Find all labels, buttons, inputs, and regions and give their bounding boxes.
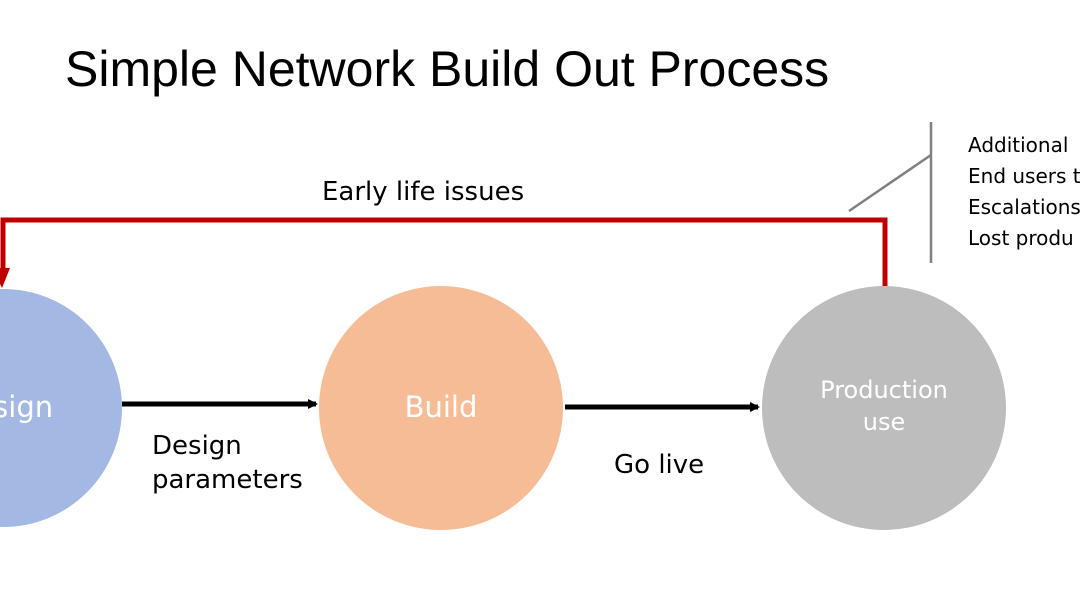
production-node-label-line2: use — [862, 408, 906, 437]
design-parameters-label-line1: Design — [152, 431, 242, 461]
feedback-label: Early life issues — [322, 177, 525, 207]
production-node — [762, 286, 1006, 530]
design-parameters-label-line2: parameters — [152, 464, 303, 495]
feedback-loop-arrow — [0, 217, 888, 290]
production-node-label: Production use — [784, 374, 984, 439]
page-title: Simple Network Build Out Process — [65, 41, 830, 97]
production-node-label-line1: Production — [820, 376, 948, 404]
build-node-label: Build — [404, 390, 478, 424]
callout-item: Escalations — [968, 195, 1080, 219]
design-parameters-label: Design parameters — [152, 430, 303, 498]
callout-item: Additional — [968, 133, 1069, 157]
go-live-label: Go live — [614, 450, 705, 480]
build-node — [319, 286, 563, 530]
feedback-arrowhead — [0, 268, 10, 288]
callout-leader-line — [848, 153, 932, 213]
callout-item: End users t — [968, 164, 1080, 188]
callout-list: Additional End users t Escalations Lost … — [968, 130, 1080, 254]
callout-item: Lost produ — [968, 226, 1074, 250]
design-node-label: Design — [0, 390, 54, 424]
design-node — [0, 289, 122, 527]
